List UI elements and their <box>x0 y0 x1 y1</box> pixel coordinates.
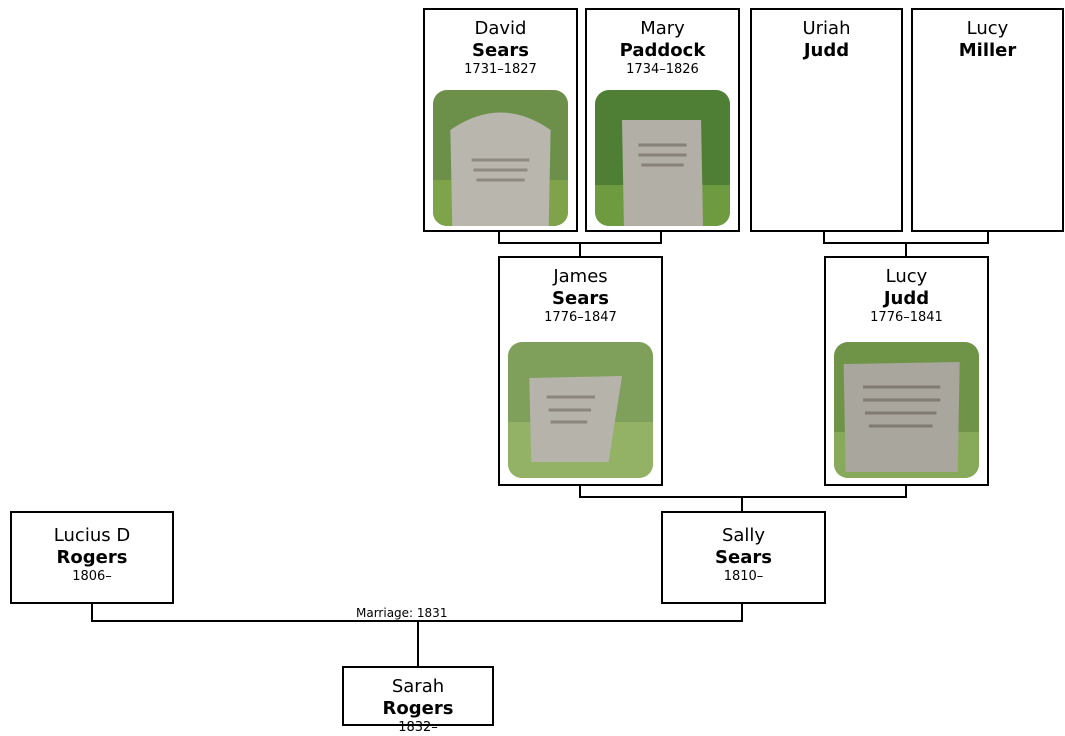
connector <box>660 231 662 243</box>
marriage-label: Marriage: 1831 <box>354 606 450 620</box>
connector <box>579 496 907 498</box>
connector <box>987 231 989 243</box>
given-name: Sally <box>721 525 766 546</box>
life-years: 1806– <box>72 569 112 584</box>
person-sarah-rogers[interactable]: Sarah Rogers 1832– <box>342 666 494 735</box>
person-lucy-miller[interactable]: Lucy Miller <box>911 8 1064 232</box>
gravestone-photo <box>433 90 568 226</box>
gravestone-photo <box>595 90 730 226</box>
surname: Miller <box>958 40 1017 61</box>
surname: Judd <box>803 40 850 61</box>
gravestone-photo <box>508 342 653 478</box>
gravestone-photo <box>834 342 979 478</box>
person-james-sears[interactable]: James Sears 1776–1847 <box>498 256 663 486</box>
life-years: 1832– <box>398 720 438 735</box>
given-name: Uriah <box>802 18 851 39</box>
given-name: Mary <box>640 18 685 39</box>
person-lucius-rogers[interactable]: Lucius D Rogers 1806– <box>10 511 174 604</box>
surname: Rogers <box>56 547 128 568</box>
given-name: Lucy <box>885 266 928 287</box>
connector <box>741 603 743 621</box>
person-lucy-judd[interactable]: Lucy Judd 1776–1841 <box>824 256 989 486</box>
connector <box>741 496 743 512</box>
life-years: 1776–1841 <box>870 310 943 325</box>
given-name: James <box>553 266 608 287</box>
connector <box>905 242 907 257</box>
given-name: David <box>474 18 527 39</box>
surname: Judd <box>883 288 930 309</box>
life-years: 1734–1826 <box>626 62 699 77</box>
connector <box>579 242 581 257</box>
surname: Rogers <box>382 698 454 719</box>
connector <box>905 485 907 497</box>
surname: Sears <box>472 40 529 61</box>
person-david-sears[interactable]: David Sears 1731–1827 <box>423 8 578 232</box>
connector <box>823 231 825 243</box>
given-name: Lucy <box>966 18 1009 39</box>
given-name: Sarah <box>391 676 445 697</box>
person-uriah-judd[interactable]: Uriah Judd <box>750 8 903 232</box>
connector <box>91 603 93 621</box>
given-name: Lucius D <box>53 525 131 546</box>
person-sally-sears[interactable]: Sally Sears 1810– <box>661 511 826 604</box>
life-years: 1731–1827 <box>464 62 537 77</box>
life-years: 1776–1847 <box>544 310 617 325</box>
surname: Sears <box>552 288 609 309</box>
surname: Sears <box>715 547 772 568</box>
connector <box>579 485 581 497</box>
life-years: 1810– <box>723 569 764 584</box>
person-mary-paddock[interactable]: Mary Paddock 1734–1826 <box>585 8 740 232</box>
connector <box>417 620 419 667</box>
connector <box>498 231 500 243</box>
surname: Paddock <box>619 40 706 61</box>
